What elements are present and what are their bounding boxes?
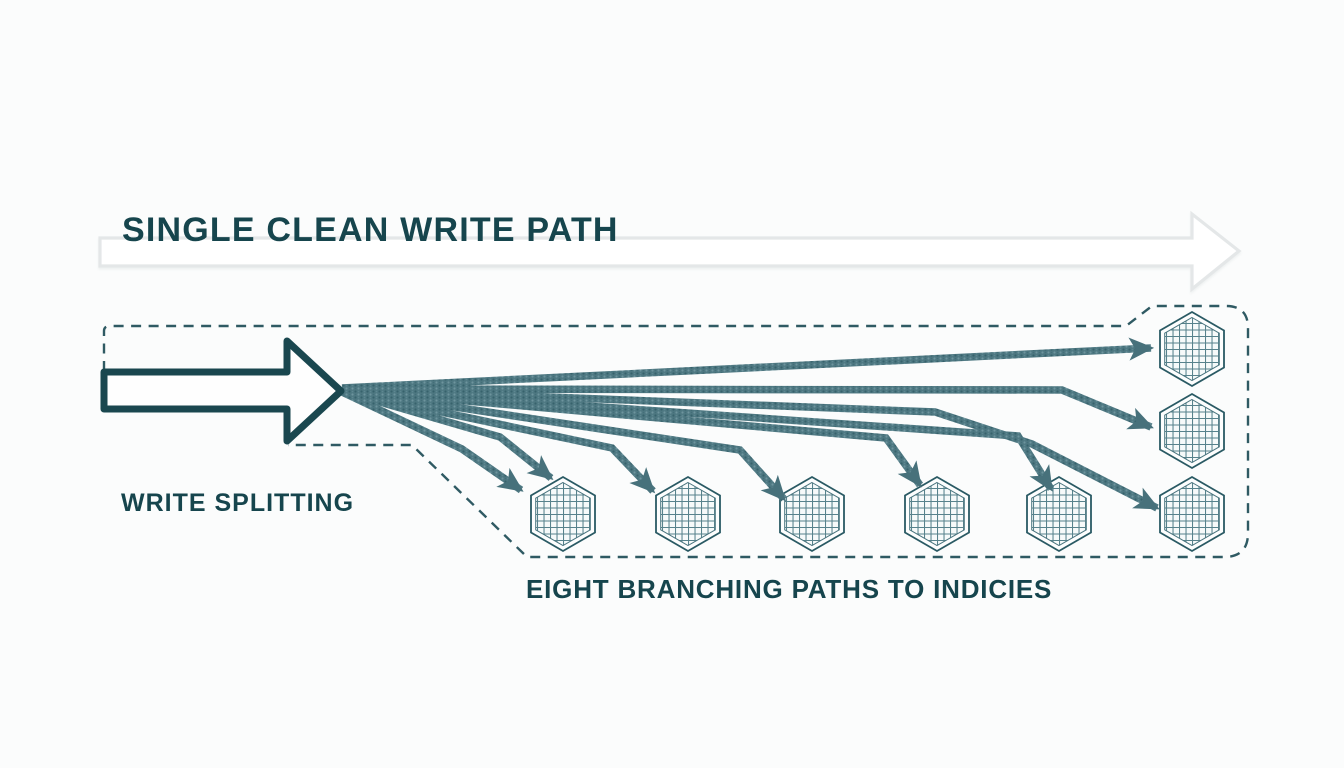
branch-region-outline xyxy=(102,304,1250,559)
branch-arrow-hex1-a xyxy=(340,388,524,494)
index-hexagon-6 xyxy=(1159,311,1225,387)
single-path-arrow-icon xyxy=(98,210,1242,293)
index-hexagon-1 xyxy=(530,476,596,552)
branch-arrow-right-bottom xyxy=(341,385,1160,512)
index-hexagon-7 xyxy=(1159,393,1225,469)
branch-arrow-hex1-b xyxy=(340,387,554,481)
branch-arrow-hex3 xyxy=(341,386,787,502)
branch-arrow-hex5 xyxy=(341,385,1055,492)
branch-arrows xyxy=(340,337,1160,512)
write-input-arrow-icon xyxy=(100,337,345,445)
index-hexagon-3 xyxy=(779,476,845,552)
index-hexagon-5 xyxy=(1026,476,1092,552)
branch-arrow-right-top xyxy=(341,337,1155,392)
branching-paths-label: EIGHT BRANCHING PATHS TO INDICIES xyxy=(526,574,1053,604)
branch-arrow-hex4 xyxy=(341,386,924,488)
index-hexagon-4 xyxy=(904,476,970,552)
page-title: SINGLE CLEAN WRITE PATH xyxy=(122,211,619,249)
branch-arrow-hex2 xyxy=(341,387,656,494)
write-splitting-label: WRITE SPLITTING xyxy=(121,489,355,517)
index-hexagon-2 xyxy=(655,476,721,552)
index-hexagon-8 xyxy=(1159,476,1225,552)
branch-arrow-right-mid xyxy=(341,385,1154,431)
